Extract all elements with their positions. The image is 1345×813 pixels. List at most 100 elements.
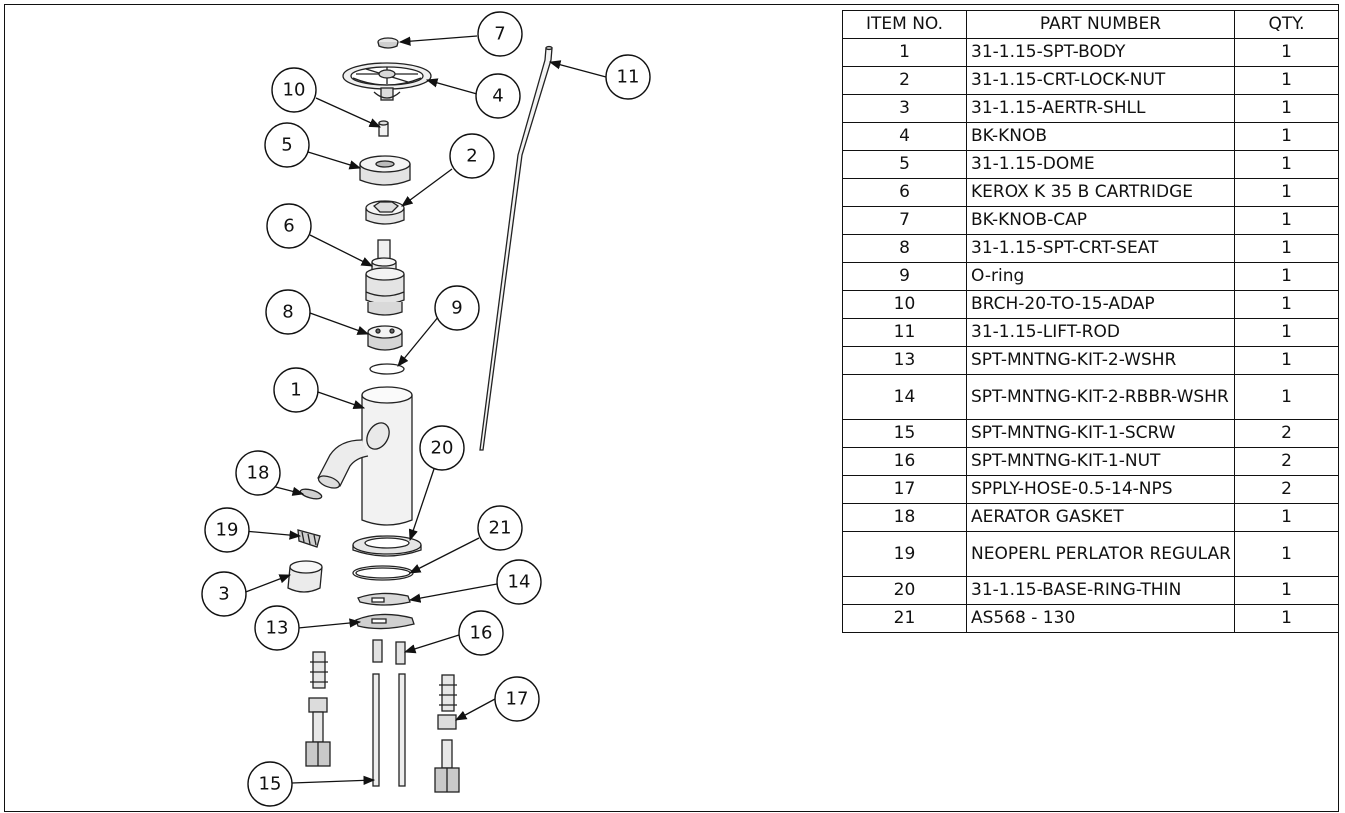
item-no: 10 (842, 290, 967, 319)
item-no: 20 (842, 576, 967, 605)
balloon-label: 19 (216, 520, 239, 541)
item-no: 1 (842, 38, 967, 67)
balloon-label: 16 (470, 623, 493, 644)
balloon-label: 2 (466, 146, 477, 167)
bom-header-row: ITEM NO. PART NUMBER QTY. (842, 10, 1339, 39)
balloon-label: 14 (508, 572, 531, 593)
qty: 1 (1234, 604, 1339, 633)
part-number: SPT-MNTNG-KIT-2-RBBR-WSHR (966, 374, 1235, 420)
part-number: 31-1.15-AERTR-SHLL (966, 94, 1235, 123)
header-qty: QTY. (1234, 10, 1339, 39)
header-item-no: ITEM NO. (842, 10, 967, 39)
balloon-label: 5 (281, 135, 292, 156)
header-part-number: PART NUMBER (966, 10, 1235, 39)
part-number: KEROX K 35 B CARTRIDGE (966, 178, 1235, 207)
part-number: 31-1.15-LIFT-ROD (966, 318, 1235, 347)
balloon-label: 7 (494, 24, 505, 45)
part-number: 31-1.15-CRT-LOCK-NUT (966, 66, 1235, 95)
item-no: 5 (842, 150, 967, 179)
part-cartridge-seat (367, 325, 403, 351)
item-no: 19 (842, 531, 967, 577)
balloon-label: 11 (617, 67, 640, 88)
drawing-sheet-border (4, 4, 1339, 812)
part-number: AS568 - 130 (966, 604, 1235, 633)
item-no: 8 (842, 234, 967, 263)
part-rubber-washer (357, 592, 411, 606)
item-no: 7 (842, 206, 967, 235)
part-number: SPT-MNTNG-KIT-1-NUT (966, 447, 1235, 476)
item-no: 11 (842, 318, 967, 347)
item-no: 21 (842, 604, 967, 633)
part-number: SPT-MNTNG-KIT-1-SCRW (966, 419, 1235, 448)
balloon-label: 13 (266, 618, 289, 639)
part-lift-rod (479, 45, 553, 451)
part-perlator (297, 529, 321, 548)
qty: 1 (1234, 66, 1339, 95)
part-adapter (378, 120, 389, 137)
balloon-label: 21 (489, 518, 512, 539)
qty: 1 (1234, 206, 1339, 235)
balloon-label: 6 (283, 216, 294, 237)
qty: 1 (1234, 94, 1339, 123)
item-balloons (201, 11, 651, 807)
item-no: 3 (842, 94, 967, 123)
part-screws (372, 673, 406, 787)
part-nuts (372, 639, 406, 665)
qty: 1 (1234, 531, 1339, 577)
qty: 2 (1234, 419, 1339, 448)
part-aerator-shell (287, 560, 323, 593)
part-number: SPPLY-HOSE-0.5-14-NPS (966, 475, 1235, 504)
balloon-label: 8 (282, 302, 293, 323)
balloon-label: 3 (218, 584, 229, 605)
part-number: 31-1.15-SPT-CRT-SEAT (966, 234, 1235, 263)
balloon-label: 15 (259, 774, 282, 795)
item-no: 18 (842, 503, 967, 532)
part-knob (342, 62, 432, 101)
part-dome (359, 155, 411, 186)
item-no: 15 (842, 419, 967, 448)
qty: 1 (1234, 576, 1339, 605)
item-no: 9 (842, 262, 967, 291)
leader-lines (242, 35, 607, 786)
part-number: BRCH-20-TO-15-ADAP (966, 290, 1235, 319)
balloon-label: 4 (492, 86, 503, 107)
item-no: 2 (842, 66, 967, 95)
part-supply-hose-left (305, 651, 331, 767)
item-no: 16 (842, 447, 967, 476)
qty: 1 (1234, 290, 1339, 319)
part-number: BK-KNOB-CAP (966, 206, 1235, 235)
balloon-label: 17 (506, 689, 529, 710)
part-number: 31-1.15-SPT-BODY (966, 38, 1235, 67)
item-no: 17 (842, 475, 967, 504)
qty: 2 (1234, 447, 1339, 476)
part-number: 31-1.15-DOME (966, 150, 1235, 179)
part-number: 31-1.15-BASE-RING-THIN (966, 576, 1235, 605)
part-cartridge (365, 239, 405, 316)
item-no: 6 (842, 178, 967, 207)
part-knob-cap (377, 37, 399, 49)
part-washer (355, 613, 415, 630)
qty: 1 (1234, 318, 1339, 347)
qty: 1 (1234, 38, 1339, 67)
qty: 2 (1234, 475, 1339, 504)
balloon-label: 18 (247, 463, 270, 484)
